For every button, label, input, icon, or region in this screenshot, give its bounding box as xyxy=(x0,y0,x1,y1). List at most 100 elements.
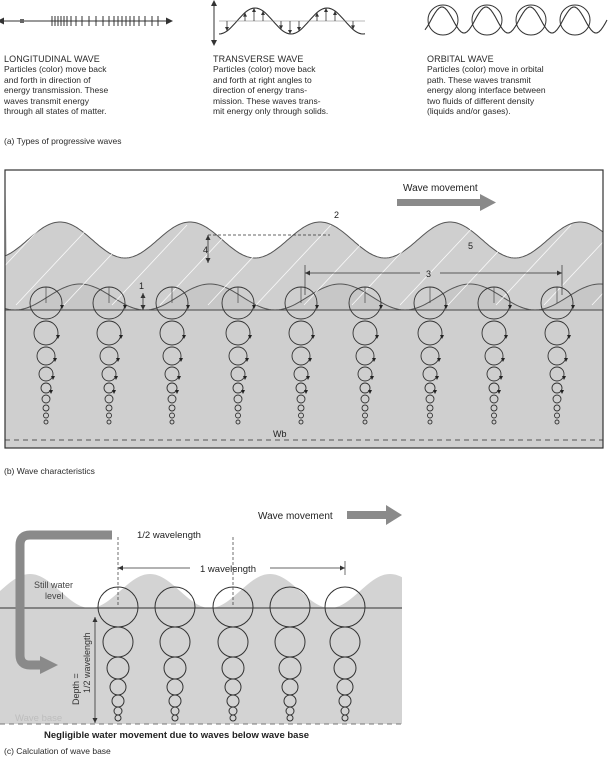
orbit-arrow xyxy=(114,376,118,380)
orbital-particle-path xyxy=(515,4,547,36)
orbit-circle xyxy=(36,346,56,366)
orbit-arrow xyxy=(51,376,55,380)
orbit-circle xyxy=(169,412,175,419)
label-3: 3 xyxy=(426,269,431,279)
caption-b: (b) Wave characteristics xyxy=(4,466,95,476)
orbit-circle xyxy=(352,320,378,346)
caption-c: (c) Calculation of wave base xyxy=(4,746,111,756)
orbit-circle xyxy=(296,394,306,404)
orbital-particle-path xyxy=(427,4,459,36)
orbit-arrow xyxy=(444,305,448,309)
arrowhead xyxy=(252,8,256,13)
orbit-circle xyxy=(295,382,307,394)
transverse-wave-figure xyxy=(211,0,366,46)
orbit-circle xyxy=(288,320,314,346)
orbital-title: ORBITAL WAVE xyxy=(427,54,494,64)
label-wb: Wb xyxy=(273,429,287,439)
b-wave-movement-label: Wave movement xyxy=(403,183,478,194)
orbit-circle xyxy=(547,346,567,366)
orbit-circle xyxy=(486,366,502,382)
shading-line xyxy=(111,224,188,306)
orbit-circle xyxy=(166,382,178,394)
orbit-arrow xyxy=(186,305,190,309)
shading-line xyxy=(351,224,428,306)
orbit-arrow xyxy=(179,358,183,362)
orbital-desc-2: path. These waves transmit xyxy=(427,74,531,85)
arrowhead xyxy=(333,11,337,16)
orbit-arrow xyxy=(248,335,252,339)
arrowhead xyxy=(279,25,283,30)
orbit-circle xyxy=(42,404,50,412)
orbit-circle xyxy=(43,412,49,419)
still-water-label-1: Still water xyxy=(34,580,73,590)
orbit-circle xyxy=(427,419,433,425)
orbit-circle xyxy=(422,366,438,382)
orbital-desc-5: (liquids and/or gases). xyxy=(427,106,511,116)
orbit-circle xyxy=(484,346,504,366)
orbit-arrow xyxy=(245,358,249,362)
orbit-circle xyxy=(159,320,185,346)
orbit-circle xyxy=(298,419,304,425)
label-2: 2 xyxy=(334,210,339,220)
orbit-circle xyxy=(291,346,311,366)
orbit-arrow xyxy=(182,335,186,339)
orbit-arrow xyxy=(562,376,566,380)
orbit-circle xyxy=(106,412,112,419)
orbit-circle xyxy=(232,382,244,394)
arrowhead xyxy=(315,12,319,17)
orbit-circle xyxy=(488,382,500,394)
orbit-circle xyxy=(228,346,248,366)
orbit-circle xyxy=(38,366,54,382)
arrowhead xyxy=(225,26,229,31)
orbit-circle xyxy=(103,382,115,394)
orbit-circle xyxy=(167,394,177,404)
orbital-desc-1: Particles (color) move in orbital xyxy=(427,64,544,74)
orbit-circle xyxy=(298,412,304,419)
orbital-desc-4: two fluids of different density xyxy=(427,95,535,106)
orbit-circle xyxy=(234,404,242,412)
orbit-arrow xyxy=(497,390,501,394)
longitudinal-title: LONGITUDINAL WAVE xyxy=(4,54,100,64)
arrowhead xyxy=(288,29,292,34)
orbit-circle xyxy=(362,419,368,425)
orbit-arrow xyxy=(504,335,508,339)
orbit-circle xyxy=(293,366,309,382)
orbit-arrow xyxy=(304,390,308,394)
orbit-circle xyxy=(229,714,237,722)
orbit-circle xyxy=(490,404,498,412)
shading-line xyxy=(447,224,524,306)
orbit-circle xyxy=(361,404,369,412)
orbit-circle xyxy=(105,404,113,412)
transverse-desc-2: and forth at right angles to xyxy=(213,74,312,85)
arrowhead xyxy=(324,8,328,13)
orbit-circle xyxy=(424,382,436,394)
arrowhead xyxy=(297,26,301,31)
orbit-circle xyxy=(544,320,570,346)
orbit-circle xyxy=(101,366,117,382)
orbit-arrow xyxy=(433,390,437,394)
orbit-arrow xyxy=(315,305,319,309)
transverse-desc-3: direction of energy trans- xyxy=(213,85,308,95)
shading-line xyxy=(207,224,284,306)
shading-line xyxy=(303,224,380,306)
orbit-circle xyxy=(96,320,122,346)
orbit-arrow xyxy=(370,376,374,380)
orbit-circle xyxy=(164,366,180,382)
longitudinal-desc-5: through all states of matter. xyxy=(4,106,107,116)
orbit-circle xyxy=(106,419,112,425)
orbit-arrow xyxy=(560,390,564,394)
transverse-desc-1: Particles (color) move back xyxy=(213,64,316,74)
still-water-label-2: level xyxy=(45,591,64,601)
orbit-circle xyxy=(235,419,241,425)
shading-line xyxy=(255,224,332,306)
orbit-circle xyxy=(40,382,52,394)
orbit-circle xyxy=(554,412,560,419)
orbit-circle xyxy=(420,346,440,366)
orbit-circle xyxy=(297,404,305,412)
orbit-circle xyxy=(162,346,182,366)
longitudinal-desc-2: and forth in direction of xyxy=(4,74,91,85)
orbit-circle xyxy=(230,366,246,382)
orbit-arrow xyxy=(112,390,116,394)
label-1: 1 xyxy=(139,281,144,291)
orbit-circle xyxy=(551,382,563,394)
